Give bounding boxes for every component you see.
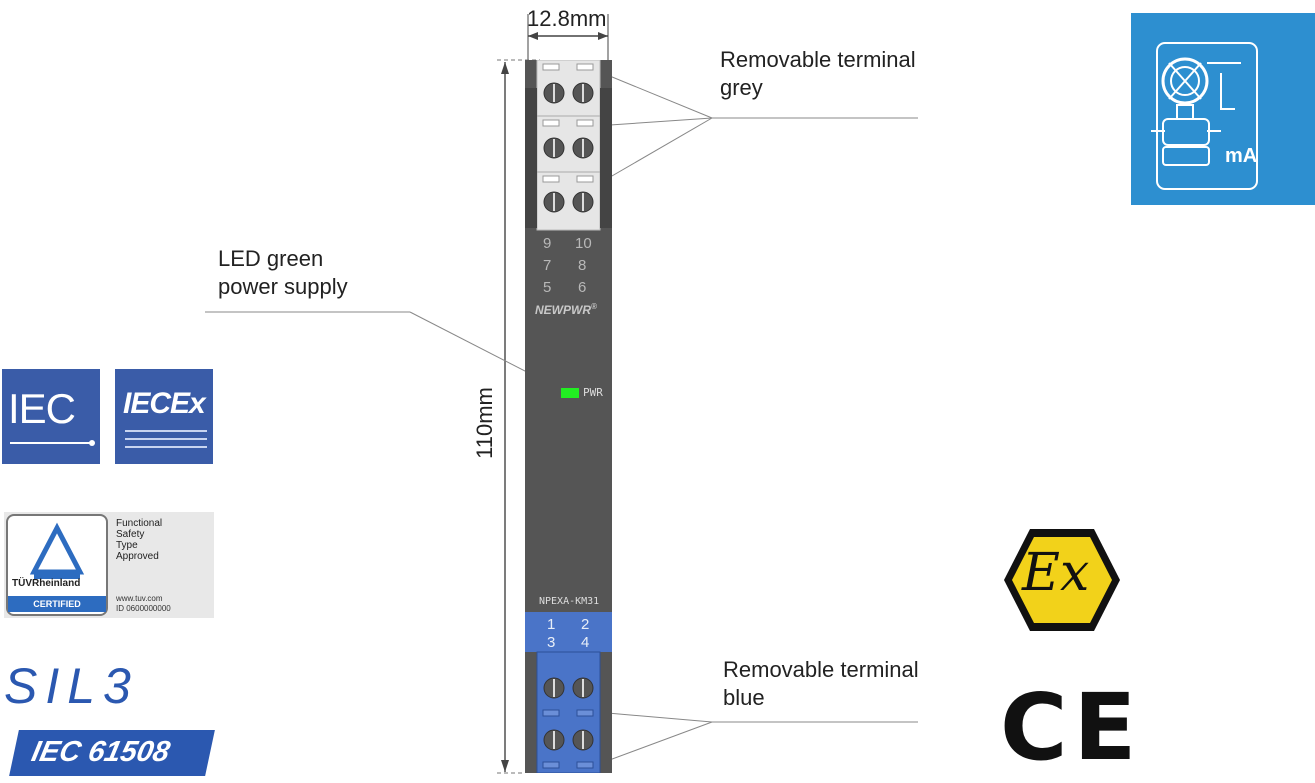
iec61508-text: IEC 61508 (28, 736, 173, 768)
callout-line: LED green (218, 246, 324, 271)
callout-terminal-blue: Removable terminal blue (723, 656, 919, 712)
brand-name: NEWPWR (535, 303, 591, 317)
atex-ex-logo: Ex (1000, 525, 1124, 635)
device-module: 9 10 7 8 5 6 NEWPWR® PWR NPEXA-KM31 1 2 … (525, 60, 612, 773)
tuv-brand: TÜVRheinland (12, 578, 81, 589)
tuv-triangle-icon (29, 522, 85, 579)
brand-logo: NEWPWR® (535, 302, 597, 317)
iecex-text: IECEx (123, 387, 206, 420)
terminal-number: 9 (543, 235, 552, 252)
iec-logo: IEC (2, 369, 100, 464)
terminal-number: 4 (581, 634, 590, 651)
iecex-lines (125, 430, 207, 448)
brand-mark: ® (591, 302, 597, 311)
callout-terminal-grey: Removable terminal grey (720, 46, 916, 102)
callout-line: blue (723, 685, 765, 710)
tuv-seal: TÜVRheinland CERTIFIED (6, 514, 108, 616)
transmitter-icon-tile: L mA (1131, 13, 1315, 205)
terminal-number: 7 (543, 257, 552, 274)
sil3-logo: SIL3 (4, 658, 139, 714)
iec-lines (10, 440, 95, 446)
terminal-number: 6 (578, 279, 587, 296)
terminal-number: 8 (578, 257, 587, 274)
terminal-number: 1 (547, 616, 556, 633)
terminal-number: 10 (575, 235, 592, 252)
iecex-logo: IECEx (115, 369, 213, 464)
tuv-desc-line: Approved (116, 551, 159, 562)
iec61508-label: IEC 61508 (9, 730, 215, 776)
tuv-description: Functional Safety Type Approved (116, 518, 162, 562)
callout-line: Removable terminal (723, 657, 919, 682)
model-label: NPEXA-KM31 (539, 596, 600, 607)
tuv-web: www.tuv.com (116, 594, 163, 603)
terminal-number: 2 (581, 616, 590, 633)
callout-line: Removable terminal (720, 47, 916, 72)
width-dimension-label: 12.8mm (527, 6, 607, 31)
corner-icon-unit: mA (1225, 145, 1258, 167)
tuv-desc-line: Functional (116, 518, 163, 529)
callout-line: power supply (218, 274, 348, 299)
led-label: PWR (583, 386, 603, 399)
terminal-number: 3 (547, 634, 556, 651)
tuv-desc-line: Type (116, 540, 138, 551)
terminal-number: 5 (543, 279, 552, 296)
callout-line: grey (720, 75, 763, 100)
ce-mark: CE (1000, 674, 1143, 781)
callout-led: LED green power supply (218, 245, 348, 301)
ex-text: Ex (1022, 543, 1090, 603)
device-body (525, 60, 612, 773)
tuv-id: ID 0600000000 (116, 604, 171, 613)
tuv-desc-line: Safety (116, 529, 145, 540)
transmitter-icon (1151, 42, 1258, 190)
tuv-certified: CERTIFIED (8, 596, 106, 612)
ex-hexagon-icon (1004, 529, 1120, 631)
tuv-certification-badge: TÜVRheinland CERTIFIED Functional Safety… (4, 512, 214, 618)
iec-text: IEC (8, 385, 76, 432)
height-dimension-label: 110mm (472, 387, 497, 459)
